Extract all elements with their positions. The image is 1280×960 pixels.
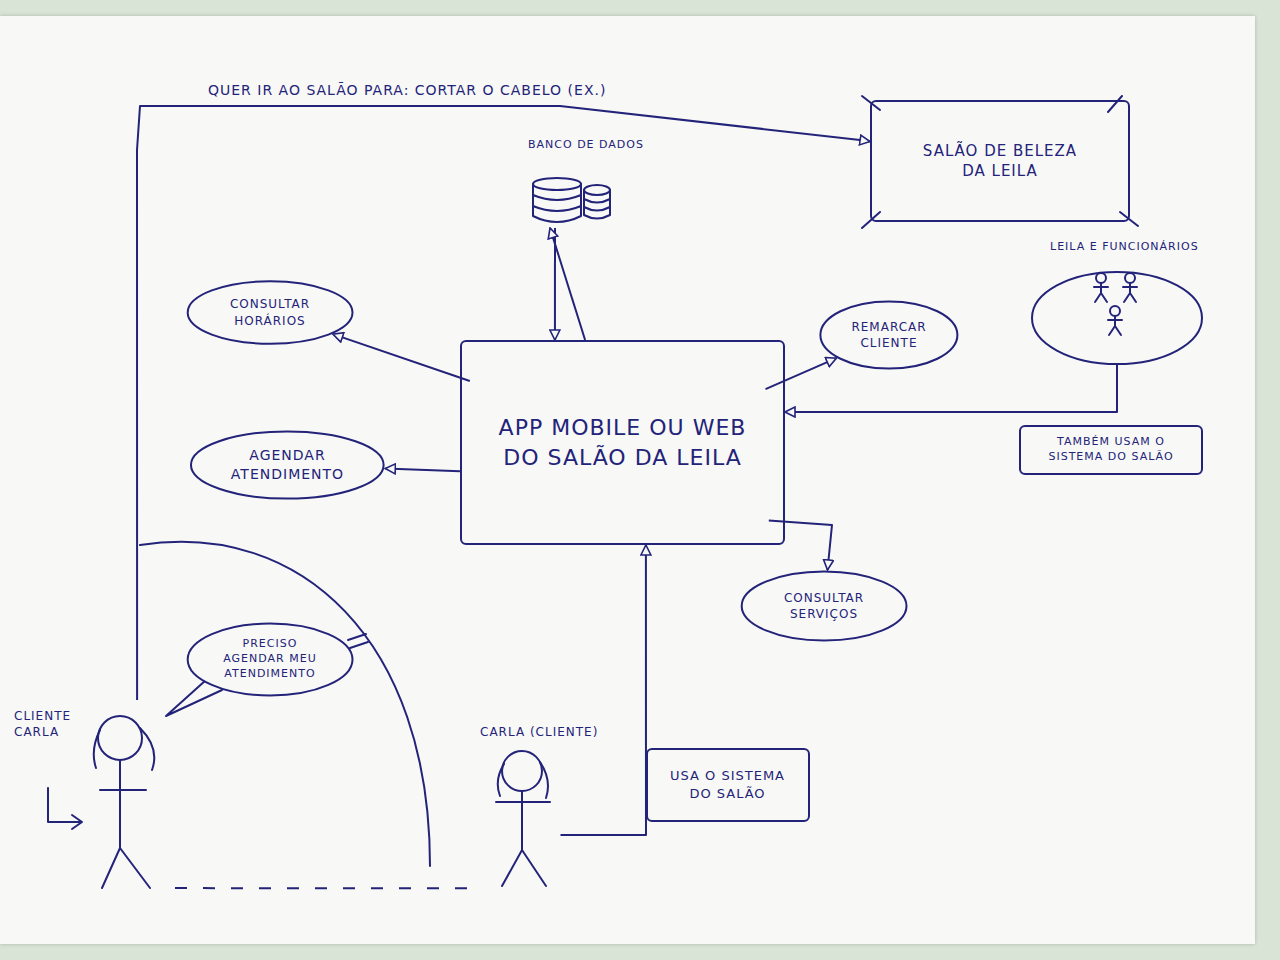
staff-group: LEILA E FUNCIONÁRIOS [1030,240,1230,365]
node-text: APP MOBILE OU WEB DO SALÃO DA LEILA [498,413,748,472]
connector [785,365,1117,412]
ellipse-outline [740,570,908,642]
node-text: REMARCAR CLIENTE [844,319,934,351]
database-label: BANCO DE DADOS [520,138,670,228]
actor-figure: CARLA (CLIENTE) [478,718,643,890]
note-box: TAMBÉM USAM O SISTEMA DO SALÃO [1019,425,1203,475]
connector [766,358,837,389]
ellipse-outline [189,430,386,500]
connector [385,469,460,472]
actor-figure: CLIENTE CARLA [10,700,175,890]
node-text: CARLA (CLIENTE) [480,724,598,740]
connector [769,520,832,570]
node-text: PRECISO AGENDAR MEU ATENDIMENTO [215,637,325,682]
use-case-ellipse: REMARCAR CLIENTE [819,300,959,370]
node-text: AGENDAR ATENDIMENTO [222,446,352,484]
node-text: CLIENTE CARLA [14,708,94,740]
note-box: USA O SISTEMA DO SALÃO [646,748,810,822]
node-text: LEILA E FUNCIONÁRIOS [1050,240,1199,255]
connector [175,887,478,889]
ellipse-outline [819,300,959,370]
use-case-ellipse: CONSULTAR HORÁRIOS [186,280,354,345]
node-text: CONSULTAR HORÁRIOS [215,296,325,328]
use-case-ellipse: AGENDAR ATENDIMENTO [189,430,386,500]
system-box: APP MOBILE OU WEB DO SALÃO DA LEILA [460,340,785,545]
connector [550,228,585,340]
node-text: USA O SISTEMA DO SALÃO [658,767,798,802]
connector [561,545,647,835]
ellipse-outline [186,280,354,345]
edge-label: QUER IR AO SALÃO PARA: CORTAR O CABELO (… [205,82,609,98]
node-text: SALÃO DE BELEZA DA LEILA [910,141,1090,182]
salon-box: SALÃO DE BELEZA DA LEILA [870,100,1130,222]
use-case-ellipse: CONSULTAR SERVIÇOS [740,570,908,642]
node-text: TAMBÉM USAM O SISTEMA DO SALÃO [1031,435,1191,465]
speech-bubble: PRECISO AGENDAR MEU ATENDIMENTO [186,622,354,697]
node-text: CONSULTAR SERVIÇOS [769,590,879,622]
node-text: BANCO DE DADOS [528,138,644,153]
connector [333,334,470,381]
